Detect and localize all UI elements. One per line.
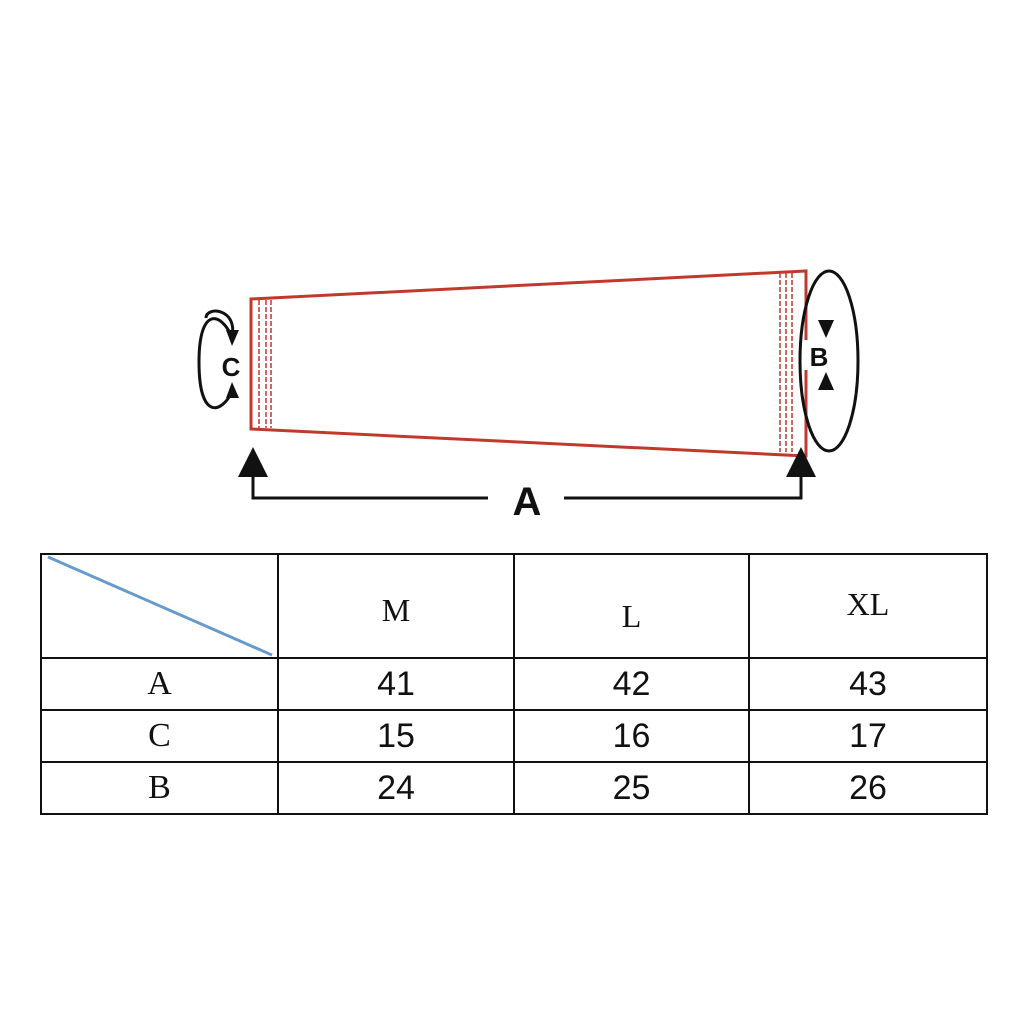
sleeve-diagram: C B A bbox=[197, 269, 860, 524]
cell-c-xl: 17 bbox=[748, 709, 988, 763]
circumference-b-arrow-icon bbox=[798, 269, 860, 453]
cell-c-m: 15 bbox=[277, 709, 515, 763]
size-header-l: L bbox=[513, 553, 750, 659]
cell-a-l: 42 bbox=[513, 657, 750, 711]
table-row: C 15 16 17 bbox=[40, 709, 988, 763]
table-corner-cell bbox=[40, 553, 279, 659]
cell-c-l: 16 bbox=[513, 709, 750, 763]
cell-a-xl: 43 bbox=[748, 657, 988, 711]
cell-a-m: 41 bbox=[277, 657, 515, 711]
table-row: B 24 25 26 bbox=[40, 761, 988, 815]
cell-b-l: 25 bbox=[513, 761, 750, 815]
left-cuff-stitching bbox=[258, 300, 272, 428]
size-header-row: M L XL bbox=[40, 553, 988, 659]
right-cuff-stitching bbox=[779, 273, 793, 452]
size-header-xl: XL bbox=[748, 553, 988, 659]
cell-b-xl: 26 bbox=[748, 761, 988, 815]
label-a: A bbox=[513, 480, 542, 524]
cell-b-m: 24 bbox=[277, 761, 515, 815]
size-header-m: M bbox=[277, 553, 515, 659]
circumference-c-arrow-icon bbox=[197, 309, 239, 410]
label-b-backdrop bbox=[804, 340, 832, 370]
sleeve-outline bbox=[249, 269, 808, 458]
length-a-dimension-icon bbox=[238, 447, 816, 500]
size-table: M L XL A 41 42 43 C 15 16 17 B 24 25 26 bbox=[40, 553, 988, 815]
label-b: B bbox=[810, 342, 829, 372]
row-label-b: B bbox=[40, 761, 279, 815]
corner-diagonal-icon bbox=[47, 556, 273, 656]
row-label-c: C bbox=[40, 709, 279, 763]
row-label-a: A bbox=[40, 657, 279, 711]
table-row: A 41 42 43 bbox=[40, 657, 988, 711]
label-c: C bbox=[222, 352, 241, 382]
